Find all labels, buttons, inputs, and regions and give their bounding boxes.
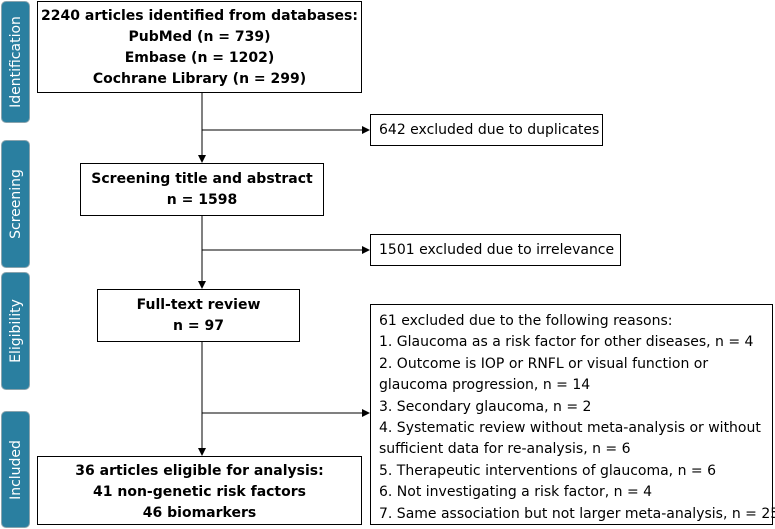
excluded-reason-line: 2. Outcome is IOP or RNFL or visual func… bbox=[379, 355, 709, 372]
excluded-irrelevance-box: 1501 excluded due to irrelevance bbox=[370, 234, 621, 266]
phase-included: Included bbox=[1, 411, 30, 528]
excluded-reasons-header: 61 excluded due to the following reasons… bbox=[379, 313, 673, 329]
excluded-reason-line: 6. Not investigating a risk factor, n = … bbox=[379, 484, 653, 501]
fulltext-count: n = 97 bbox=[173, 318, 224, 334]
included-biomarkers: 46 biomarkers bbox=[142, 505, 257, 521]
excluded-reason-line: 3. Secondary glaucoma, n = 2 bbox=[379, 398, 592, 415]
screening-box: Screening title and abstract n = 1598 bbox=[80, 163, 324, 216]
identified-embase: Embase (n = 1202) bbox=[124, 50, 275, 66]
identified-pubmed: PubMed (n = 739) bbox=[128, 29, 271, 45]
screening-title: Screening title and abstract bbox=[91, 171, 313, 187]
identified-title: 2240 articles identified from databases: bbox=[41, 8, 358, 24]
included-risk-factors: 41 non-genetic risk factors bbox=[93, 484, 306, 500]
fulltext-box: Full-text review n = 97 bbox=[97, 289, 300, 342]
excluded-duplicates-box: 642 excluded due to duplicates bbox=[370, 114, 603, 146]
identified-cochrane: Cochrane Library (n = 299) bbox=[92, 71, 307, 87]
excluded-reasons-box: 61 excluded due to the following reasons… bbox=[370, 304, 775, 525]
included-box: 36 articles eligible for analysis: 41 no… bbox=[37, 456, 362, 525]
fulltext-title: Full-text review bbox=[136, 297, 261, 313]
phase-eligibility: Eligibility bbox=[1, 272, 30, 390]
excluded-reason-line: 1. Glaucoma as a risk factor for other d… bbox=[379, 334, 754, 351]
phase-screening: Screening bbox=[1, 140, 30, 268]
excluded-duplicates-text: 642 excluded due to duplicates bbox=[379, 122, 600, 138]
included-title: 36 articles eligible for analysis: bbox=[75, 463, 324, 479]
excluded-reason-line: 7. Same association but not larger meta-… bbox=[379, 505, 775, 522]
screening-count: n = 1598 bbox=[166, 192, 238, 208]
excluded-irrelevance-text: 1501 excluded due to irrelevance bbox=[379, 242, 615, 258]
identified-box: 2240 articles identified from databases:… bbox=[37, 1, 362, 93]
excluded-reason-line: glaucoma progression, n = 14 bbox=[379, 377, 591, 394]
excluded-reason-line: 5. Therapeutic interventions of glaucoma… bbox=[379, 462, 716, 479]
excluded-reason-line: 4. Systematic review without meta-analys… bbox=[379, 420, 761, 437]
phase-identification: Identification bbox=[1, 1, 30, 123]
excluded-reason-line: sufficient data for re-analysis, n = 6 bbox=[379, 441, 631, 458]
